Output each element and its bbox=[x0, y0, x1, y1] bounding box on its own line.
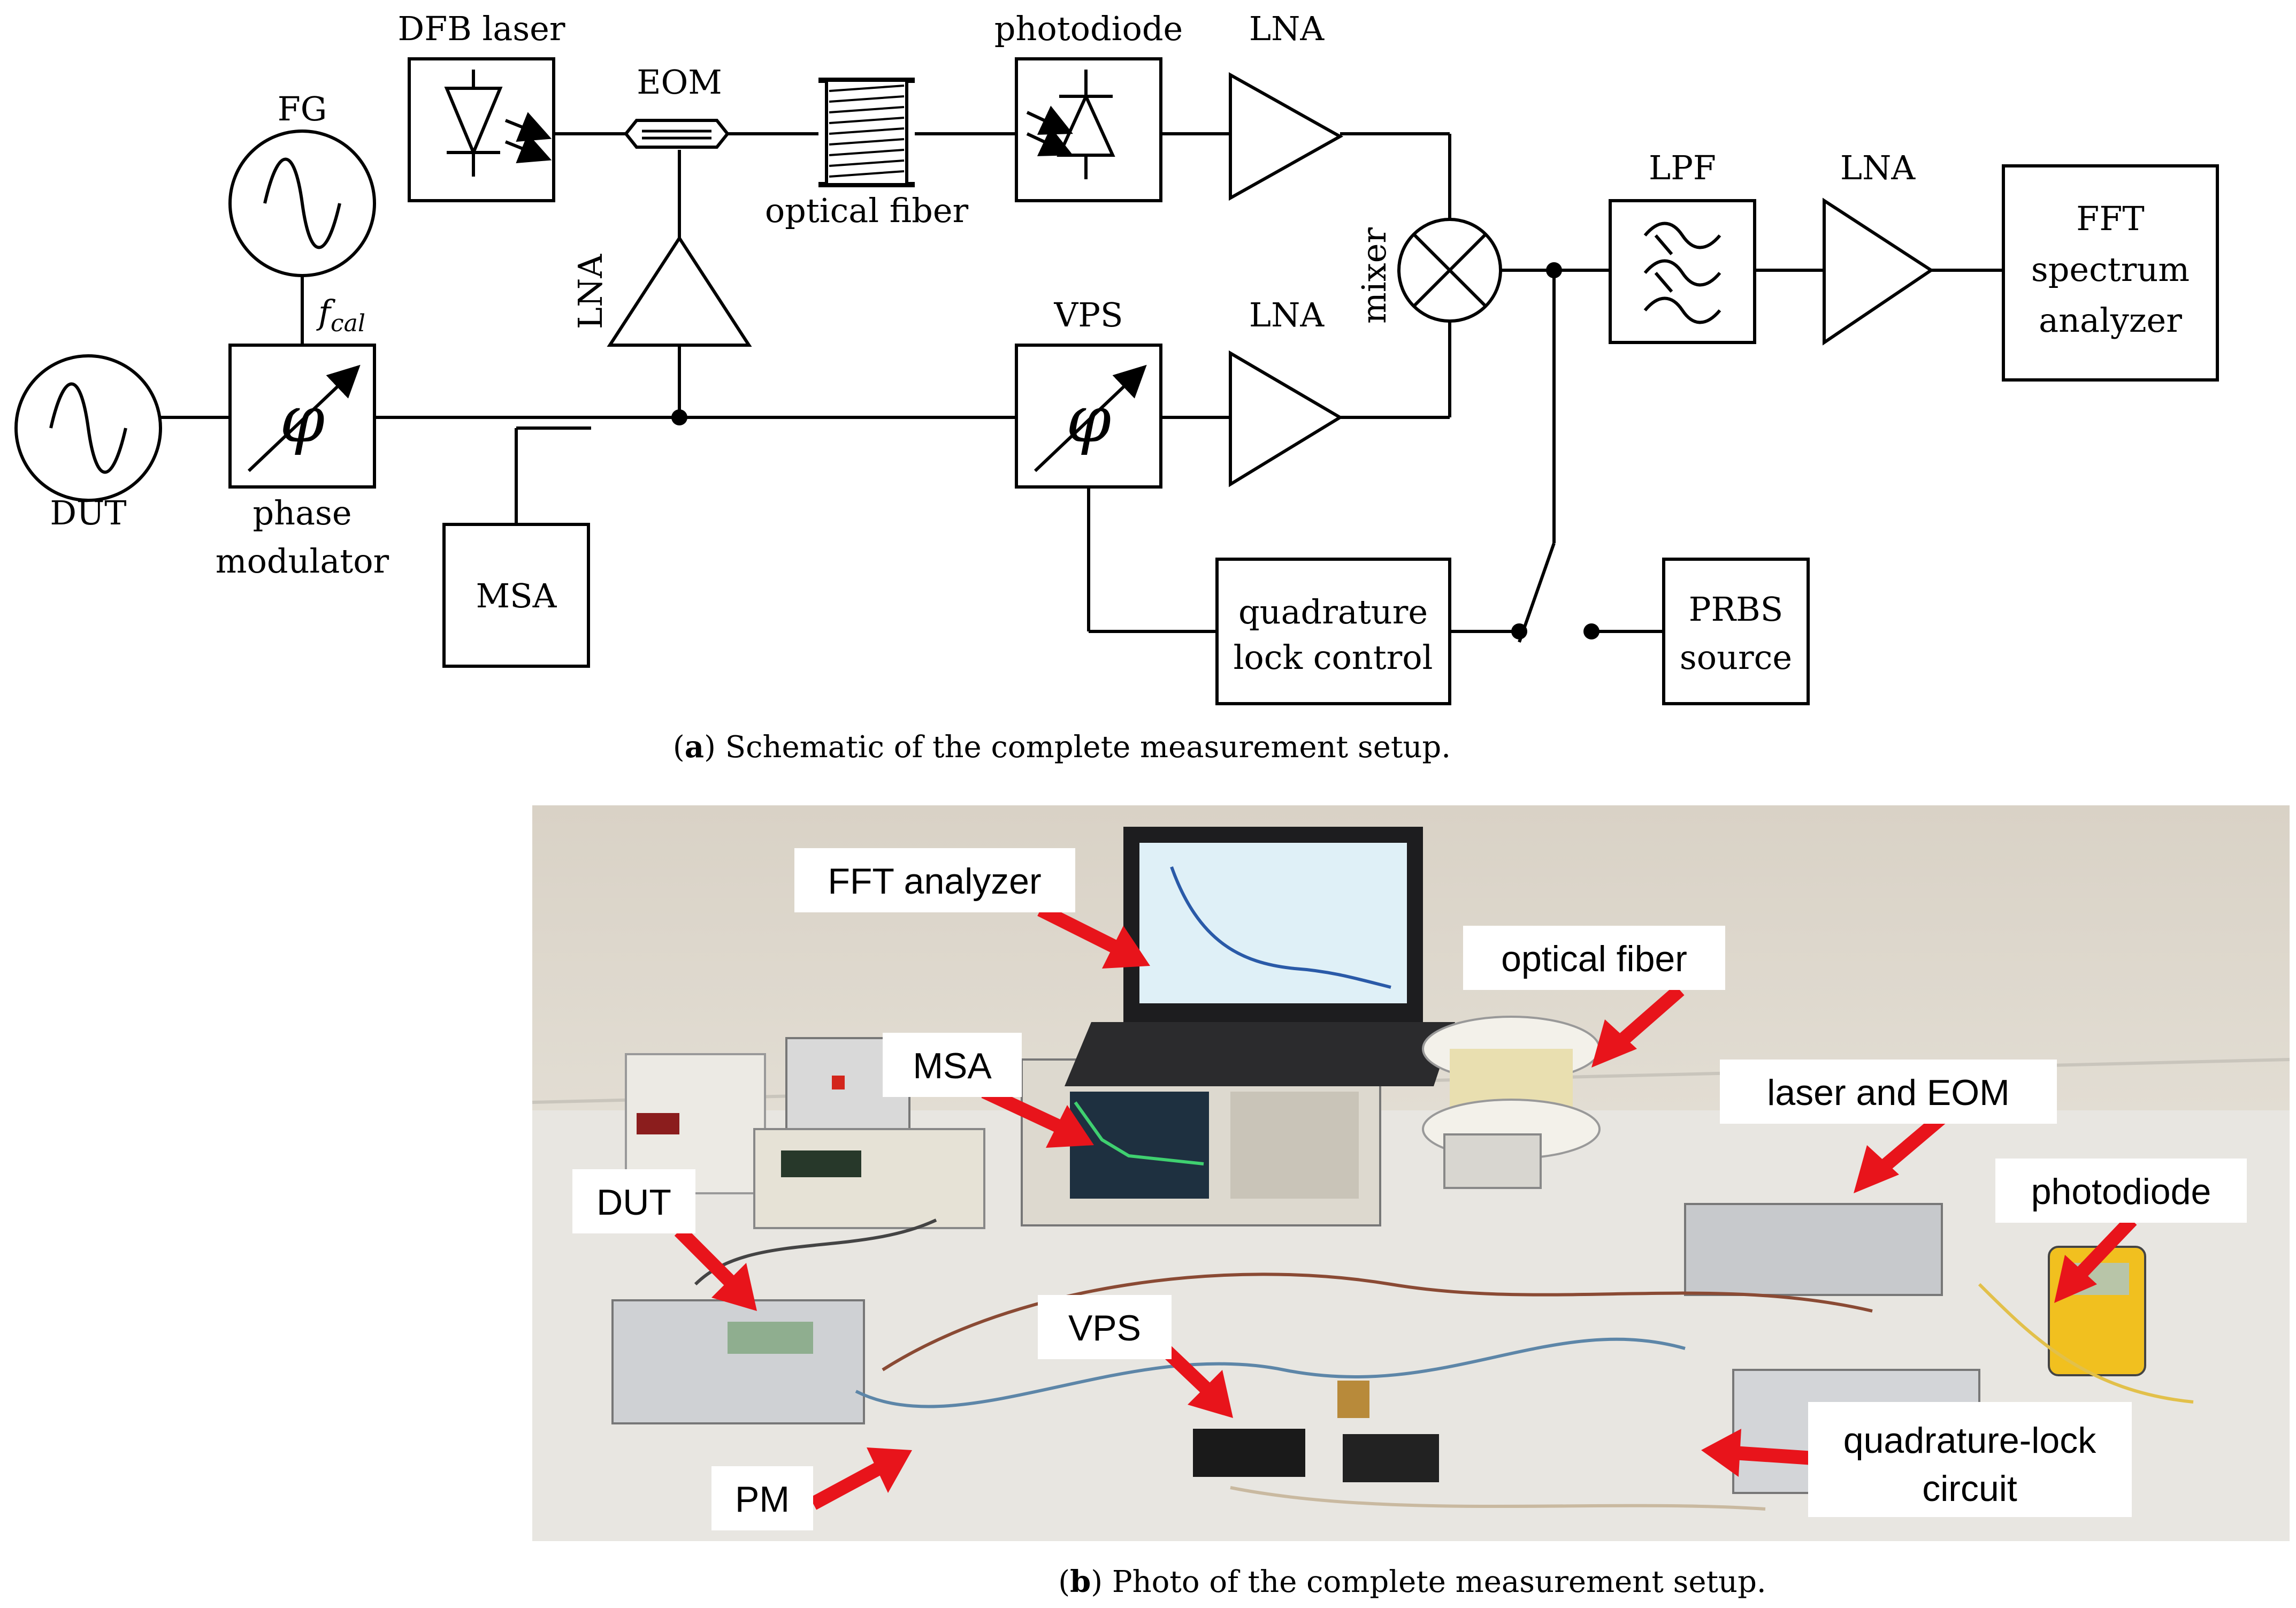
cables bbox=[694, 1218, 2194, 1511]
caption-a-text: Schematic of the complete measurement se… bbox=[725, 730, 1451, 765]
dfb-laser-block bbox=[408, 57, 555, 202]
label-fiber: optical fiber bbox=[765, 191, 969, 230]
label-dfb: DFB laser bbox=[398, 9, 565, 48]
label-qlc-2: lock control bbox=[1234, 638, 1433, 677]
caption-b-letter: b bbox=[1070, 1564, 1091, 1599]
fft-analyzer-block bbox=[2002, 164, 2219, 382]
photodiode-block bbox=[1015, 57, 1162, 202]
phi-symbol-pm: φ bbox=[280, 383, 325, 457]
label-fft-2: spectrum bbox=[2031, 250, 2190, 289]
dut-box bbox=[611, 1299, 865, 1424]
label-photodiode: photodiode bbox=[994, 9, 1183, 48]
callout-laser-eom: laser and EOM bbox=[1767, 1072, 2010, 1113]
vps-component bbox=[1193, 1381, 1439, 1482]
label-vps: VPS bbox=[1054, 295, 1123, 334]
caption-b: (b) Photo of the complete measurement se… bbox=[1058, 1564, 1766, 1599]
laser-eom-box bbox=[1684, 1203, 1943, 1296]
eom-block bbox=[624, 119, 730, 149]
callout-ql-1: quadrature-lock bbox=[1843, 1420, 2096, 1461]
label-qlc-1: quadrature bbox=[1238, 592, 1428, 631]
fg-source bbox=[228, 129, 376, 277]
label-dut: DUT bbox=[50, 493, 126, 532]
phi-symbol-vps: φ bbox=[1066, 383, 1111, 457]
label-fg: FG bbox=[278, 89, 327, 128]
caption-a-letter: a bbox=[685, 729, 704, 765]
lna-right-triangle bbox=[1823, 197, 1934, 346]
photo-b: FFT analyzer optical fiber MSA laser and… bbox=[532, 805, 2290, 1541]
callout-msa: MSA bbox=[913, 1046, 992, 1086]
callout-vps: VPS bbox=[1068, 1308, 1141, 1348]
prbs-block bbox=[1662, 558, 1810, 705]
laptop bbox=[1065, 827, 1455, 1086]
label-lna-top: LNA bbox=[1249, 9, 1325, 48]
callout-labels: FFT analyzer optical fiber MSA laser and… bbox=[596, 861, 2211, 1520]
label-lna-mid: LNA bbox=[1249, 295, 1325, 334]
lna-mid-triangle bbox=[1229, 350, 1343, 487]
optical-fiber-spool bbox=[818, 78, 915, 187]
spectrum-analyzer-instrument bbox=[1021, 1058, 1381, 1226]
caption-b-text: Photo of the complete measurement setup. bbox=[1112, 1565, 1766, 1599]
lna-top-triangle bbox=[1229, 72, 1344, 201]
label-phase-mod-1: phase bbox=[252, 493, 351, 532]
lpf-block bbox=[1609, 199, 1756, 344]
function-generator bbox=[753, 1128, 985, 1229]
lna-vertical-triangle bbox=[607, 235, 752, 347]
label-fcal-sub: cal bbox=[331, 310, 365, 337]
label-lpf: LPF bbox=[1649, 148, 1716, 187]
label-fcal: fcal bbox=[316, 293, 365, 337]
callout-boxes bbox=[572, 848, 2247, 1530]
callout-optical-fiber: optical fiber bbox=[1501, 939, 1687, 979]
callout-photodiode: photodiode bbox=[2031, 1171, 2211, 1212]
msa-block bbox=[442, 523, 590, 668]
label-prbs-2: source bbox=[1680, 638, 1792, 677]
schematic-labels: DUT FG fcal phase modulator DFB laser EO… bbox=[50, 9, 2190, 677]
label-lna-vertical: LNA bbox=[571, 254, 610, 329]
caption-a: (a) Schematic of the complete measuremen… bbox=[673, 729, 1451, 765]
label-phase-mod-2: modulator bbox=[216, 542, 389, 581]
schematic-wires bbox=[160, 132, 2003, 643]
schematic-a bbox=[14, 57, 2219, 705]
callout-dut: DUT bbox=[596, 1182, 671, 1223]
label-fft-3: analyzer bbox=[2039, 301, 2182, 340]
mixer-symbol bbox=[1397, 218, 1502, 323]
callout-pm: PM bbox=[735, 1479, 790, 1520]
label-msa: MSA bbox=[476, 576, 557, 615]
label-lna-right: LNA bbox=[1840, 148, 1916, 187]
quadrature-lock-block bbox=[1215, 558, 1451, 705]
callout-ql-2: circuit bbox=[1922, 1468, 2017, 1509]
label-eom: EOM bbox=[637, 63, 722, 102]
schematic-nodes bbox=[671, 262, 1599, 639]
label-prbs-1: PRBS bbox=[1689, 590, 1783, 629]
fiber-spool-photo bbox=[1422, 1016, 1601, 1189]
callout-fft-analyzer: FFT analyzer bbox=[828, 861, 1041, 902]
label-mixer: mixer bbox=[1354, 227, 1394, 324]
dut-source bbox=[14, 354, 162, 502]
label-fft-1: FFT bbox=[2076, 199, 2144, 238]
